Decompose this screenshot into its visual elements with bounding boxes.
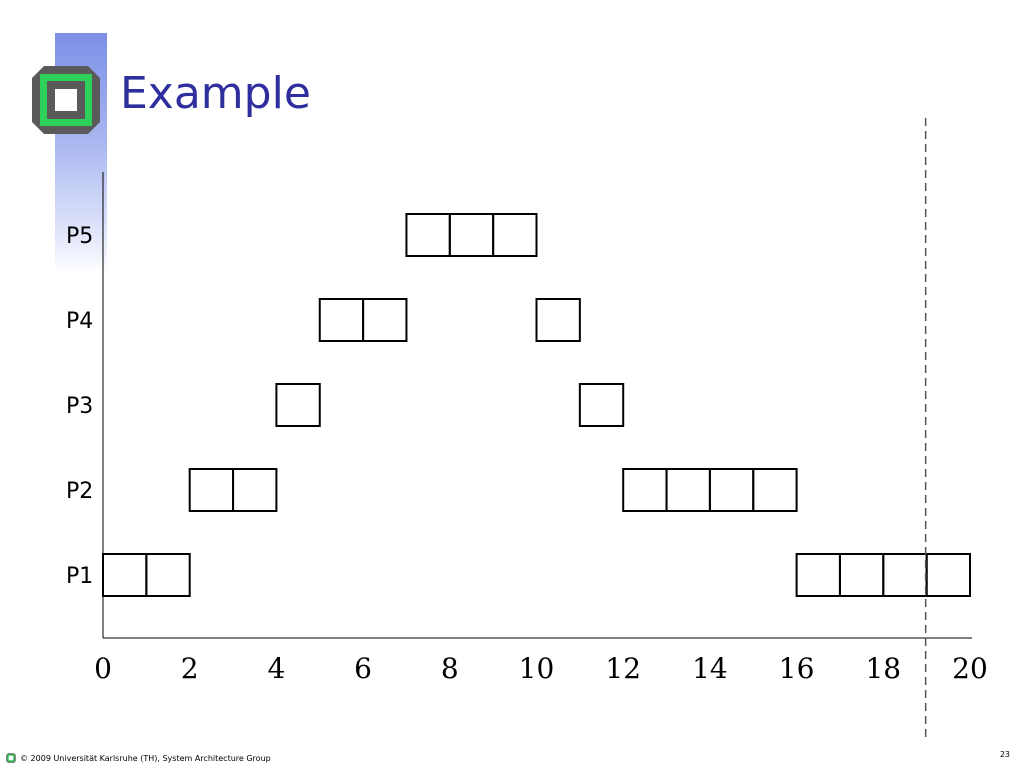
time-slot-p5-9 (492, 213, 538, 257)
x-tick-label-10: 10 (519, 652, 555, 685)
time-slot-p4-6 (362, 298, 408, 342)
page-number: 23 (999, 750, 1010, 759)
row-label-p2: P2 (66, 479, 93, 504)
x-tick-label-18: 18 (865, 652, 901, 685)
time-slot-p2-13 (665, 468, 711, 512)
kit-logo-icon (32, 66, 100, 134)
time-slot-p1-1 (145, 553, 191, 597)
footer: © 2009 Universität Karlsruhe (TH), Syste… (6, 751, 271, 765)
x-tick-label-16: 16 (779, 652, 815, 685)
row-label-p5: P5 (66, 224, 93, 249)
x-tick-label-8: 8 (441, 652, 459, 685)
time-slot-p5-7 (405, 213, 451, 257)
time-slot-p1-18 (882, 553, 928, 597)
time-slot-p3-11 (578, 383, 625, 427)
time-slot-p2-14 (708, 468, 755, 512)
kit-logo-small-icon (6, 753, 16, 763)
time-slot-p1-19 (925, 553, 972, 597)
time-slot-p3-4 (275, 383, 321, 427)
time-slot-p1-0 (102, 553, 148, 597)
time-slot-p2-12 (622, 468, 668, 512)
time-slot-p2-2 (188, 468, 235, 512)
x-tick-label-2: 2 (181, 652, 199, 685)
time-slot-p2-15 (752, 468, 798, 512)
time-slot-p4-10 (535, 298, 581, 342)
time-slot-p5-8 (448, 213, 495, 257)
time-slot-p1-16 (795, 553, 841, 597)
time-slot-p2-3 (232, 468, 278, 512)
row-label-p1: P1 (66, 564, 93, 589)
time-slot-p1-17 (838, 553, 885, 597)
slide-title: Example (120, 68, 311, 119)
x-tick-label-6: 6 (354, 652, 372, 685)
x-tick-label-12: 12 (605, 652, 641, 685)
x-tick-label-14: 14 (692, 652, 728, 685)
x-tick-label-4: 4 (267, 652, 285, 685)
time-slot-p4-5 (318, 298, 365, 342)
footer-copyright: © 2009 Universität Karlsruhe (TH), Syste… (20, 753, 271, 763)
x-tick-label-20: 20 (952, 652, 988, 685)
row-label-p4: P4 (66, 309, 93, 334)
row-label-p3: P3 (66, 394, 93, 419)
x-tick-label-0: 0 (94, 652, 112, 685)
